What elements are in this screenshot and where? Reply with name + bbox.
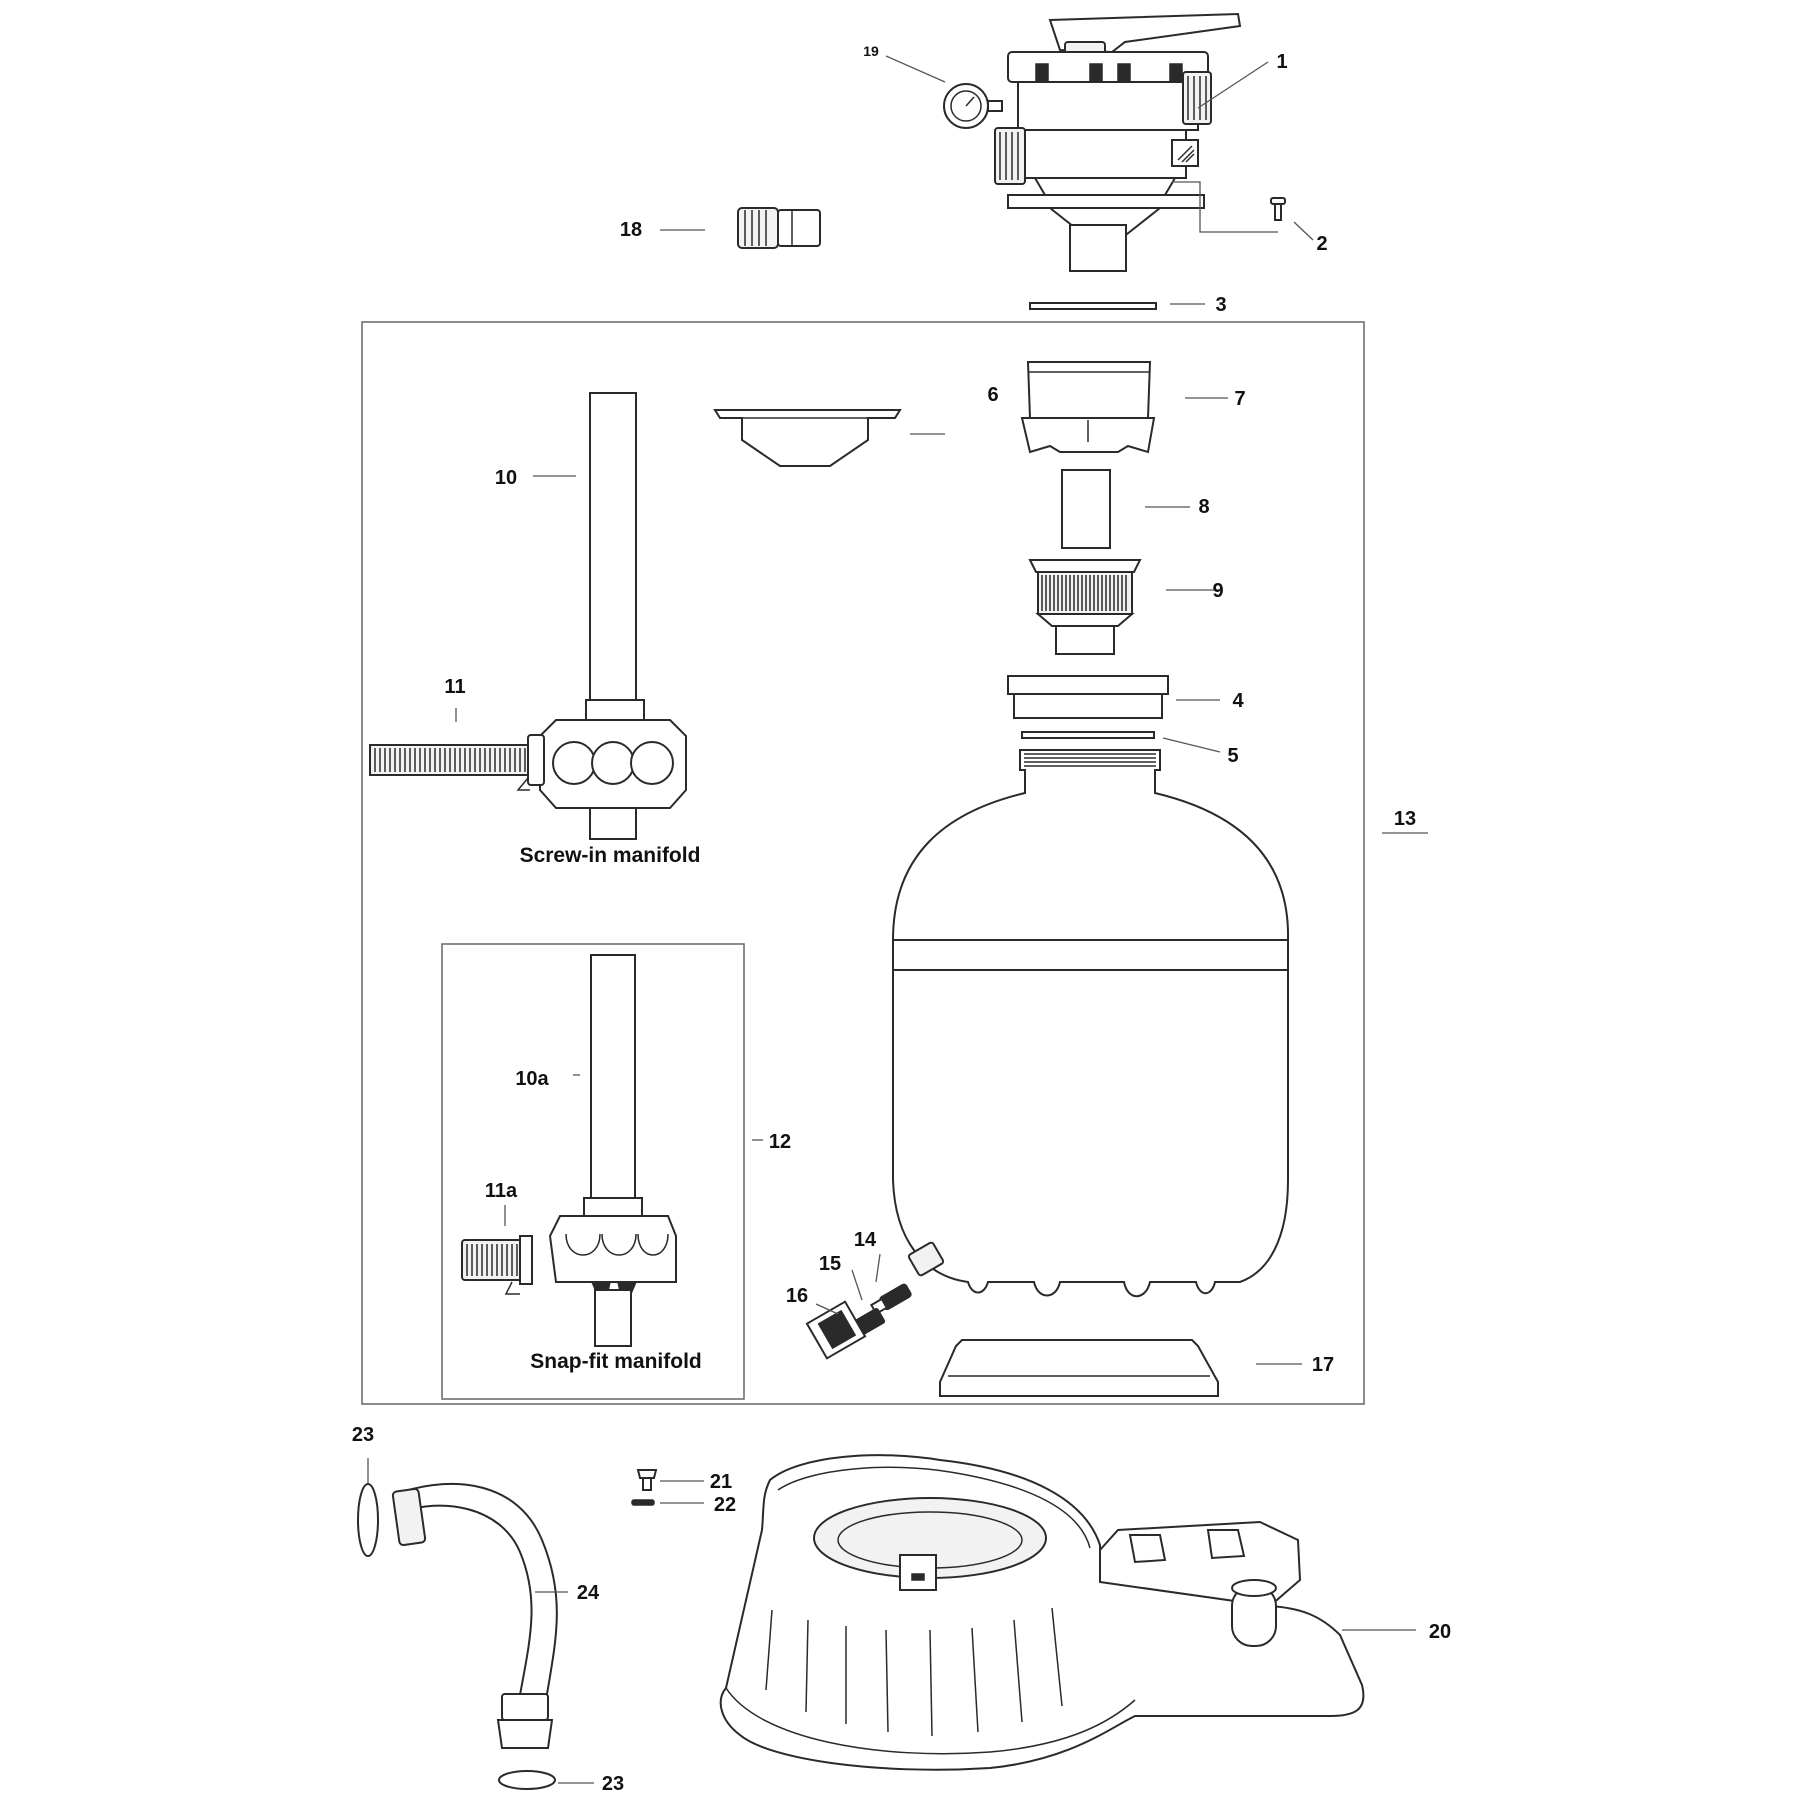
label-part-20: 20 (1429, 1621, 1451, 1643)
label-part-18: 18 (620, 219, 642, 241)
hose (357, 1482, 558, 1790)
label-part-10: 10 (495, 467, 517, 489)
washer (631, 1499, 655, 1506)
label-part-21: 21 (710, 1471, 732, 1493)
label-part-5: 5 (1227, 745, 1238, 767)
tank-top-cap (1020, 361, 1156, 454)
label-part-19: 19 (863, 43, 879, 59)
snap-fit-box (441, 943, 745, 1400)
label-part-9: 9 (1212, 580, 1223, 602)
tank-assembly-box (361, 321, 1365, 1405)
diffuser (713, 409, 902, 467)
label-part-14: 14 (854, 1229, 877, 1251)
label-part-1: 1 (1276, 51, 1287, 73)
pressure-gauge (943, 83, 1003, 129)
hose-adapter (737, 207, 821, 249)
label-part-11a: 11a (485, 1180, 518, 1202)
label-part-12: 12 (769, 1131, 791, 1153)
label-part-10a: 10a (515, 1068, 549, 1090)
label-part-13: 13 (1394, 808, 1416, 830)
label-part-3: 3 (1215, 294, 1226, 316)
label-part-4: 4 (1232, 690, 1244, 712)
label-part-17: 17 (1312, 1354, 1334, 1376)
small-screw (636, 1469, 658, 1491)
label-part-22: 22 (714, 1494, 736, 1516)
tank-base (939, 1339, 1219, 1397)
snap-fit-manifold (461, 954, 677, 1347)
caption-screw-in-manifold: Screw-in manifold (520, 844, 701, 867)
tank-o-ring (1021, 731, 1155, 739)
label-part-24: 24 (577, 1582, 600, 1604)
pump-base (719, 1454, 1365, 1771)
filter-tank (892, 749, 1290, 1298)
caption-snap-fit-manifold: Snap-fit manifold (530, 1350, 702, 1373)
multiport-valve (994, 12, 1242, 272)
label-part-15: 15 (819, 1253, 841, 1275)
screw-in-manifold (369, 392, 687, 840)
collar (1061, 469, 1111, 549)
label-part-11: 11 (444, 676, 465, 698)
label-part-2: 2 (1316, 233, 1327, 255)
valve-o-ring (1029, 302, 1157, 310)
drain-assembly (805, 1241, 945, 1360)
label-part-23-top: 23 (352, 1424, 374, 1446)
label-part-6: 6 (987, 384, 998, 406)
label-part-8: 8 (1198, 496, 1209, 518)
label-part-7: 7 (1234, 388, 1245, 410)
strainer-head (1028, 559, 1142, 655)
label-part-16: 16 (786, 1285, 808, 1307)
label-part-23-bottom: 23 (602, 1773, 624, 1795)
leader-lines (367, 55, 1428, 1784)
screw (1270, 197, 1286, 221)
tank-ring (1007, 675, 1169, 719)
